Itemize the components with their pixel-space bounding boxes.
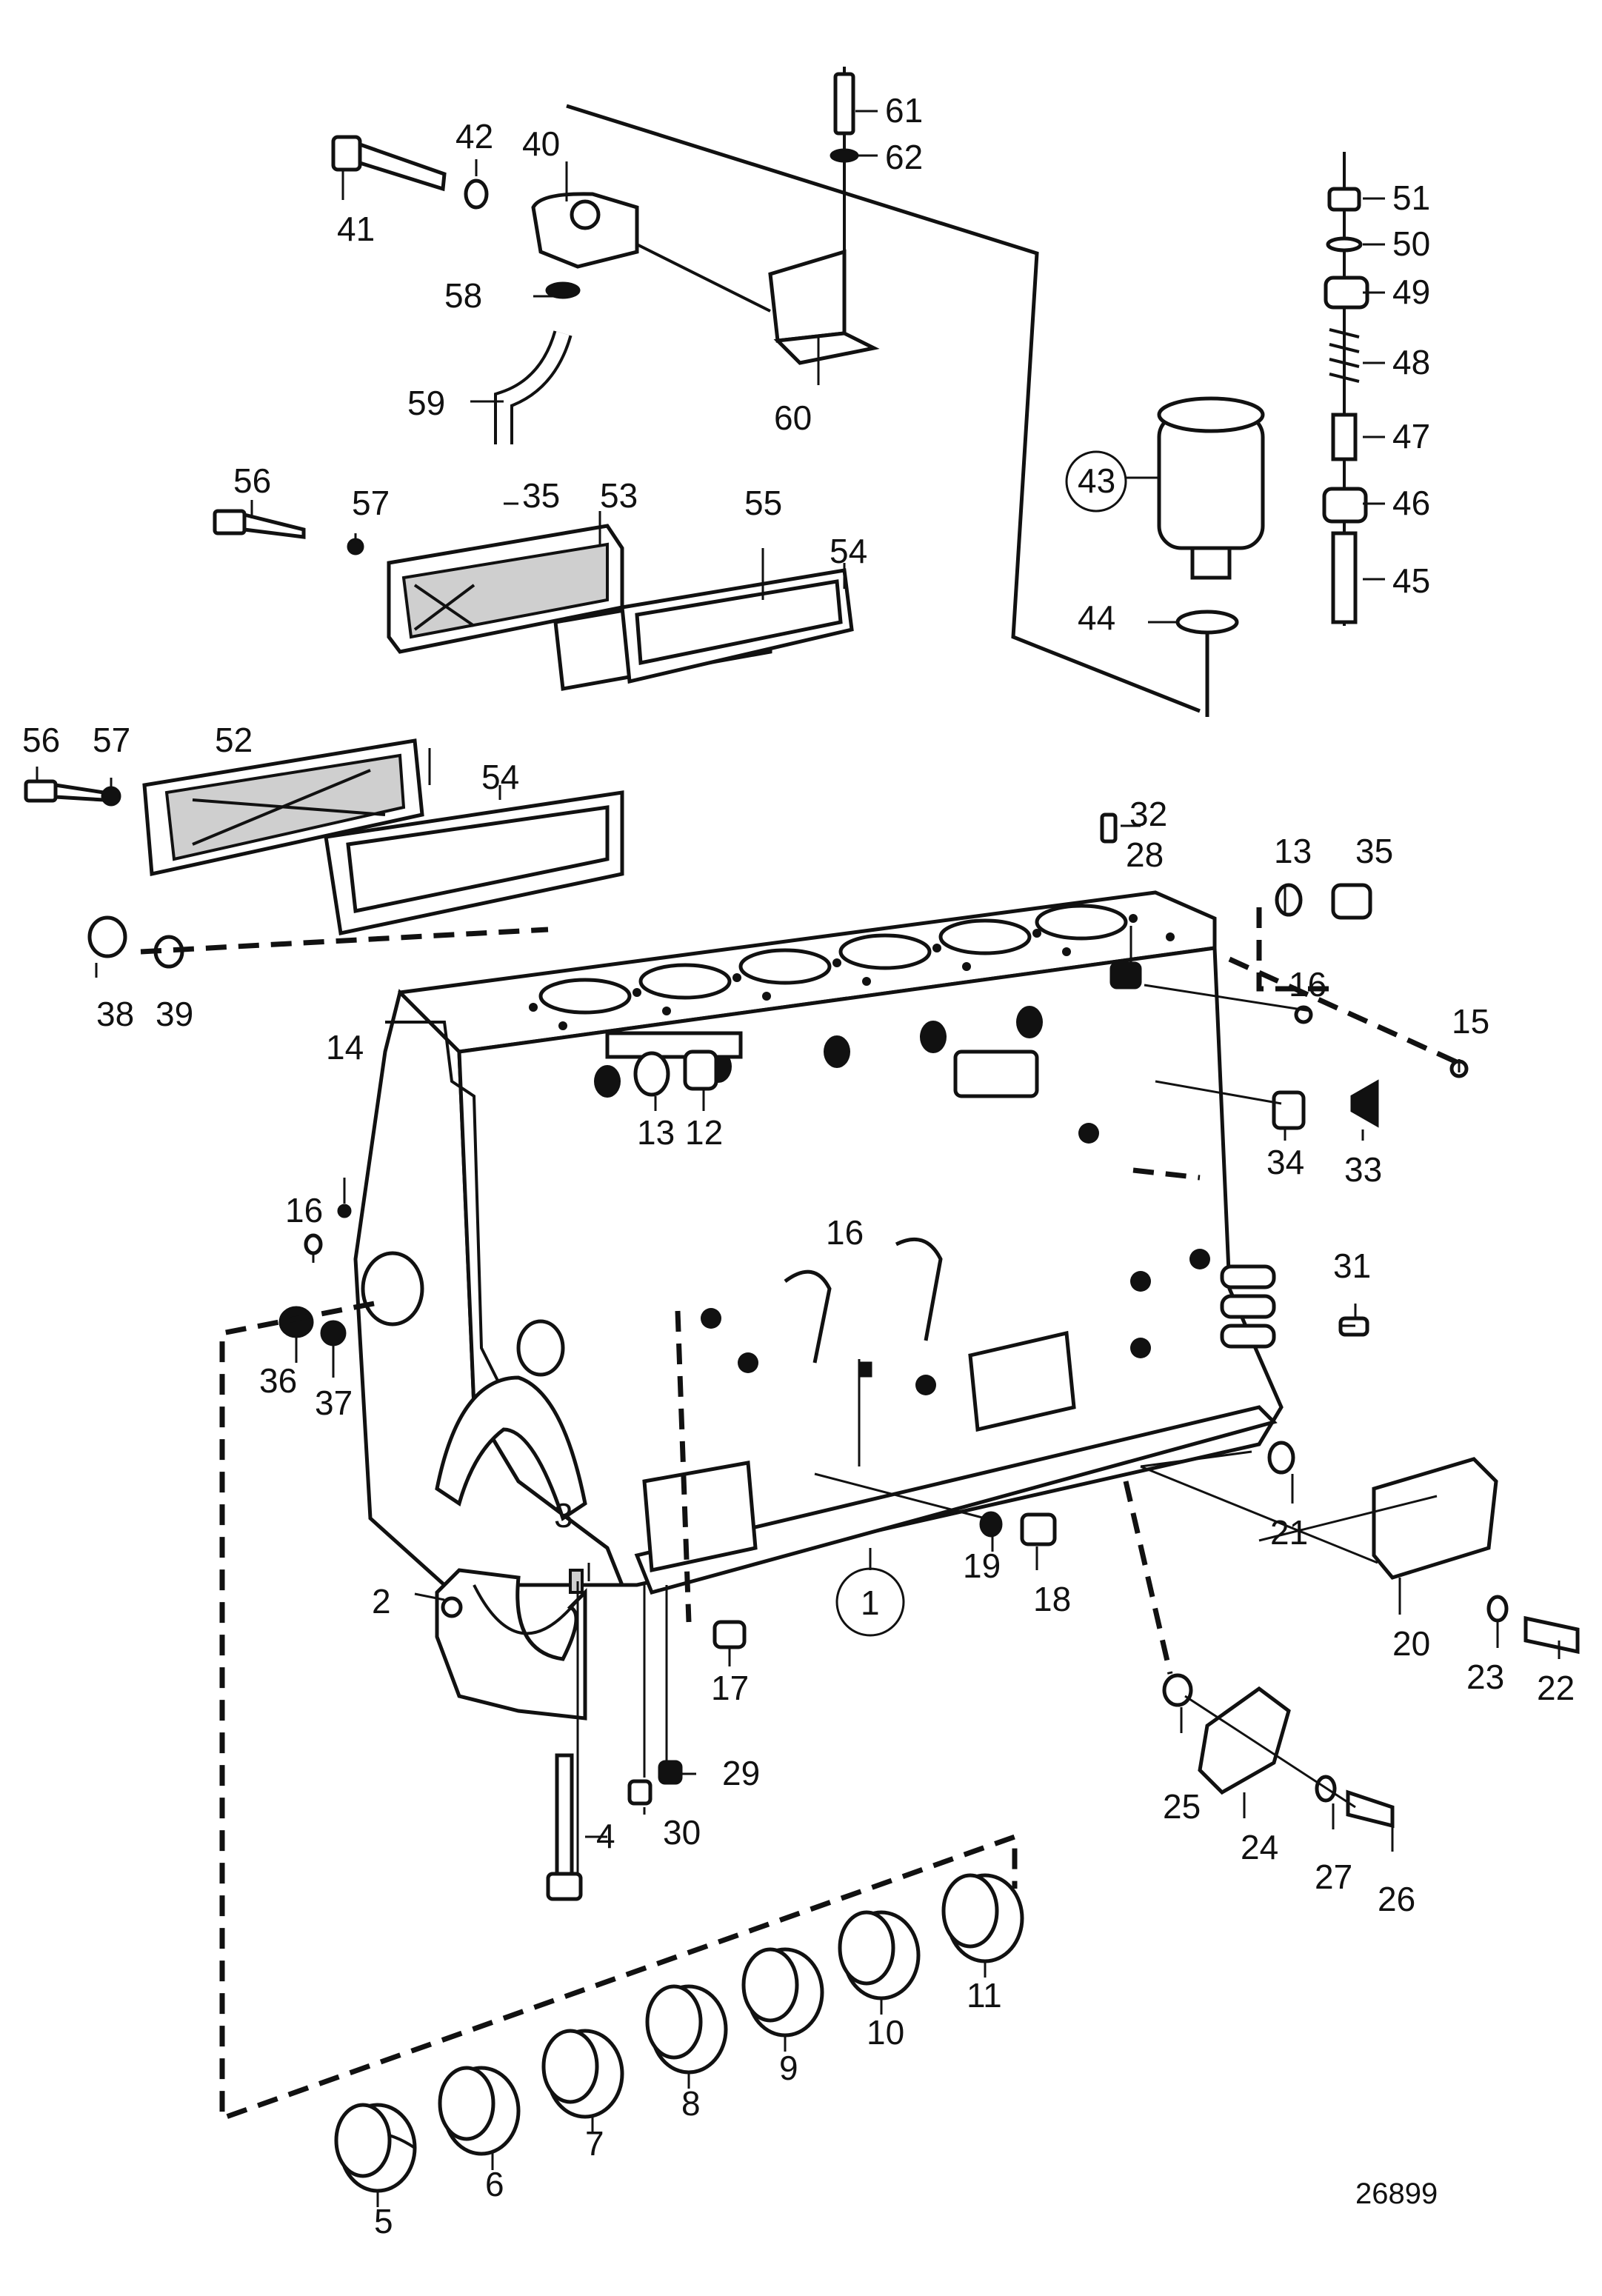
callout-25: 25 (1163, 1787, 1201, 1826)
callout-45: 45 (1392, 561, 1430, 600)
callout-53: 53 (600, 476, 638, 515)
oil-pickup-assembly (331, 67, 880, 444)
callout-62: 62 (885, 138, 923, 176)
callout-59: 59 (407, 384, 445, 422)
callout-6: 6 (485, 2165, 504, 2203)
callout-27: 27 (1315, 1858, 1352, 1896)
callout-39: 39 (156, 995, 193, 1033)
callout-36: 36 (259, 1361, 297, 1400)
callout-20: 20 (1392, 1624, 1430, 1663)
callout-32: 32 (1129, 795, 1167, 833)
callout-33: 33 (1344, 1150, 1382, 1189)
callout-54-top: 54 (830, 532, 867, 570)
callout-19: 19 (963, 1546, 1001, 1585)
callout-28: 28 (1126, 835, 1164, 874)
callout-56-bottom: 56 (22, 721, 60, 759)
callout-7: 7 (585, 2124, 604, 2163)
callout-60: 60 (774, 398, 812, 437)
callout-26: 26 (1378, 1880, 1415, 1918)
callout-29: 29 (722, 1754, 760, 1792)
callout-12: 12 (685, 1113, 723, 1152)
callout-52: 52 (215, 721, 253, 759)
callout-2: 2 (372, 1582, 391, 1621)
callout-34: 34 (1266, 1143, 1304, 1181)
callout-13-right: 13 (1274, 832, 1312, 870)
callout-labels: 1 2 3 4 5 6 7 8 9 10 11 12 13 13 14 15 1… (22, 91, 1575, 2240)
callout-18: 18 (1033, 1580, 1071, 1618)
callout-57-bottom: 57 (93, 721, 130, 759)
main-bearing-cap (435, 1568, 587, 1901)
cylinder-block (353, 890, 1284, 1595)
callout-42: 42 (455, 117, 493, 156)
callout-8: 8 (681, 2084, 701, 2123)
callout-50: 50 (1392, 224, 1430, 263)
callout-57-top: 57 (352, 484, 390, 522)
callout-31: 31 (1333, 1247, 1371, 1285)
callout-14: 14 (326, 1028, 364, 1067)
callout-16-right: 16 (1289, 965, 1326, 1004)
callout-56-top: 56 (233, 461, 271, 500)
side-covers (24, 509, 854, 935)
callout-54-bottom: 54 (481, 758, 519, 796)
callout-22: 22 (1537, 1669, 1575, 1707)
leader-lines (36, 104, 1561, 2207)
callout-3: 3 (554, 1496, 573, 1535)
callout-55: 55 (744, 484, 782, 522)
bearing-shells (334, 1873, 1024, 2193)
callout-1: 1 (861, 1583, 880, 1622)
figure-reference-number: 26899 (1355, 2177, 1438, 2210)
callout-16-mid: 16 (826, 1213, 864, 1252)
callout-4: 4 (596, 1817, 615, 1855)
oil-filter-assembly (1065, 152, 1369, 635)
callout-47: 47 (1392, 417, 1430, 455)
callout-24: 24 (1241, 1828, 1278, 1866)
callout-16-left: 16 (285, 1191, 323, 1229)
callout-40: 40 (522, 124, 560, 163)
callout-61: 61 (885, 91, 923, 130)
callout-43: 43 (1078, 461, 1115, 500)
callout-49: 49 (1392, 273, 1430, 311)
callout-51: 51 (1392, 178, 1430, 217)
callout-44: 44 (1078, 598, 1115, 637)
callout-48: 48 (1392, 343, 1430, 381)
callout-30: 30 (663, 1813, 701, 1852)
callout-58: 58 (444, 276, 482, 315)
callout-21: 21 (1270, 1513, 1308, 1552)
callout-13-left: 13 (637, 1113, 675, 1152)
callout-41: 41 (337, 210, 375, 248)
callout-37: 37 (315, 1384, 353, 1422)
callout-23: 23 (1466, 1658, 1504, 1696)
callout-5: 5 (374, 2202, 393, 2240)
callout-9: 9 (779, 2049, 798, 2087)
small-fittings (87, 812, 1580, 1829)
callout-17: 17 (711, 1669, 749, 1707)
callout-10: 10 (867, 2013, 904, 2052)
callout-15: 15 (1452, 1002, 1489, 1041)
callout-46: 46 (1392, 484, 1430, 522)
callout-38: 38 (96, 995, 134, 1033)
callout-35-right: 35 (1355, 832, 1393, 870)
callout-11: 11 (967, 1976, 1002, 2015)
callout-35-top: 35 (522, 476, 560, 515)
